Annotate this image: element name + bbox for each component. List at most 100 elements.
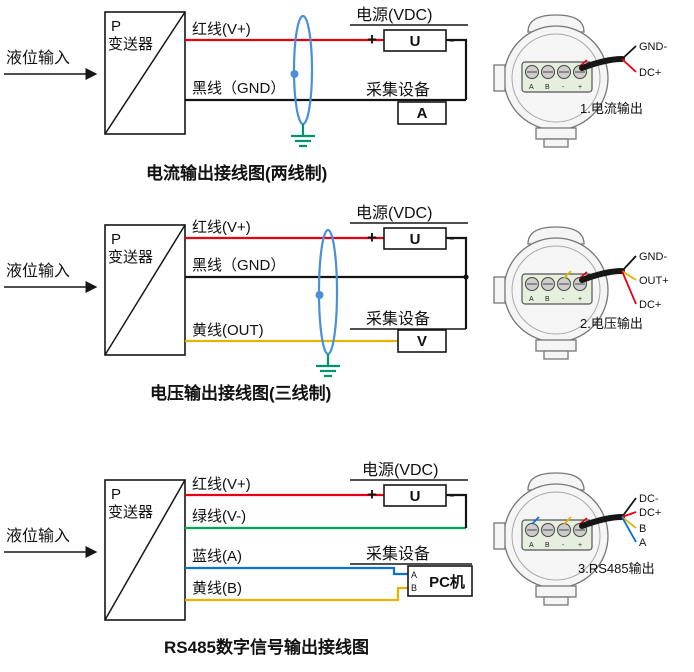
head-left-tab: [493, 276, 506, 304]
power-supply-u: U: [410, 33, 421, 50]
blue-stub: [531, 516, 540, 525]
green-wire-label: 绿线(V-): [192, 508, 246, 525]
power-title: 电源(VDC): [362, 461, 438, 479]
terminal-label-b: B: [545, 296, 550, 303]
head-caption: 1.电流输出: [580, 101, 643, 116]
terminal-label-plus: +: [578, 296, 582, 303]
diagram-caption: 电流输出接线图(两线制): [146, 163, 327, 183]
terminal-label-a: A: [529, 84, 534, 91]
power-title: 电源(VDC): [356, 6, 432, 24]
head-neck: [535, 585, 577, 598]
head-neck: [535, 339, 577, 352]
terminal-label-minus: -: [562, 296, 565, 303]
collector-v: V: [417, 333, 427, 350]
ground-symbol: [316, 354, 340, 378]
transmitter-name: 变送器: [108, 249, 153, 266]
red-wire-label: 红线(V+): [192, 219, 251, 236]
terminal-label-plus: +: [578, 84, 582, 91]
lead-label-a: A: [639, 537, 647, 549]
transmitter-head-3: A B - + DC- DC+ B A 3.RS485输出: [493, 472, 661, 606]
power-title: 电源(VDC): [356, 204, 432, 222]
shield-dot: [315, 291, 324, 299]
red-wire-label: 红线(V+): [192, 21, 251, 38]
red-stub: [579, 517, 588, 525]
input-label: 液位输入: [6, 262, 70, 280]
yellow-wire: [185, 586, 408, 602]
head-left-tab: [493, 64, 506, 92]
black-wire-label: 黑线（GND）: [192, 257, 285, 274]
collector-title: 采集设备: [366, 545, 430, 563]
shield-dot: [290, 70, 299, 78]
red-wire-label: 红线(V+): [192, 476, 251, 493]
terminal-label-plus: +: [578, 542, 582, 549]
lead-dc: [621, 270, 637, 305]
lead-label-gnd: GND-: [639, 41, 667, 53]
lead-label-gnd: GND-: [639, 251, 667, 263]
terminal-label-a: A: [529, 542, 534, 549]
cable: [579, 514, 625, 529]
head-caption: 3.RS485输出: [578, 561, 655, 576]
lead-label-out: OUT+: [639, 275, 669, 287]
diagram-current-output: 液位输入 P 变送器 红线(V+) 黑线（GND） 电源(VDC) + U - …: [4, 6, 468, 183]
input-label: 液位输入: [6, 49, 70, 67]
red-stub: [579, 271, 588, 279]
lead-dcminus: [621, 497, 637, 518]
yellow-wire-label: 黄线(OUT): [192, 322, 264, 339]
transmitter-diagonal: [104, 479, 186, 621]
transmitter-diagonal: [104, 224, 186, 356]
transmitter-p: P: [111, 18, 121, 35]
transmitter-name: 变送器: [108, 36, 153, 53]
pc-box: [407, 565, 473, 597]
head-stem: [543, 138, 569, 148]
terminal-label-b: B: [545, 542, 550, 549]
diagram-voltage-output: 液位输入 P 变送器 红线(V+) 黑线（GND） 黄线(OUT) 电源(VDC…: [4, 204, 469, 403]
black-wire-label: 黑线（GND）: [192, 80, 285, 97]
blue-wire: [185, 566, 408, 576]
terminal-screws: [525, 65, 587, 79]
terminal-label-a: A: [529, 296, 534, 303]
red-stub: [579, 59, 588, 67]
plus-sign: +: [367, 228, 377, 247]
plus-sign: +: [367, 485, 377, 504]
lead-dc: [621, 58, 637, 73]
lead-label-dcplus: DC+: [639, 507, 661, 519]
collector-box-v: [397, 329, 447, 353]
pc-terminal-a: A: [411, 570, 417, 580]
head-inner-ring: [511, 33, 601, 123]
transmitter-diagonal: [104, 11, 186, 135]
diagram-caption: 电压输出接线图(三线制): [150, 383, 331, 403]
head-stem: [543, 596, 569, 606]
lead-b: [621, 516, 637, 529]
return-wire: [446, 493, 468, 528]
collector-title: 采集设备: [366, 310, 430, 328]
head-left-tab: [493, 522, 506, 550]
head-stem: [543, 350, 569, 360]
lead-gnd: [621, 45, 637, 60]
diagram-caption: RS485数字信号输出接线图: [164, 637, 369, 657]
head-caption: 2.电压输出: [580, 316, 643, 331]
yellow-stub: [563, 270, 572, 279]
lead-label-dc: DC+: [639, 67, 661, 79]
return-wire: [446, 38, 468, 100]
diagram-rs485-output: 液位输入 P 变送器 红线(V+) 绿线(V-) 蓝线(A) 黄线(B) 电源(…: [4, 461, 473, 657]
terminal-label-minus: -: [562, 542, 565, 549]
yellow-stub: [563, 516, 572, 525]
lead-gnd: [621, 255, 637, 272]
terminal-label-b: B: [545, 84, 550, 91]
lead-dcplus: [621, 511, 637, 518]
transmitter-head-1: A B - + GND- DC+ 1.电流输出: [493, 14, 667, 148]
cable: [579, 268, 625, 283]
head-inner-ring: [511, 491, 601, 581]
lead-a: [621, 516, 637, 543]
head-inner-ring: [511, 245, 601, 335]
power-supply-u: U: [410, 231, 421, 248]
transmitter-p: P: [111, 231, 121, 248]
collector-box-a: [397, 101, 447, 125]
pc-label: PC机: [429, 573, 465, 591]
cable: [579, 56, 625, 71]
pc-terminal-b: B: [411, 583, 417, 593]
collector-title: 采集设备: [366, 81, 430, 99]
lead-label-dc: DC+: [639, 299, 661, 311]
